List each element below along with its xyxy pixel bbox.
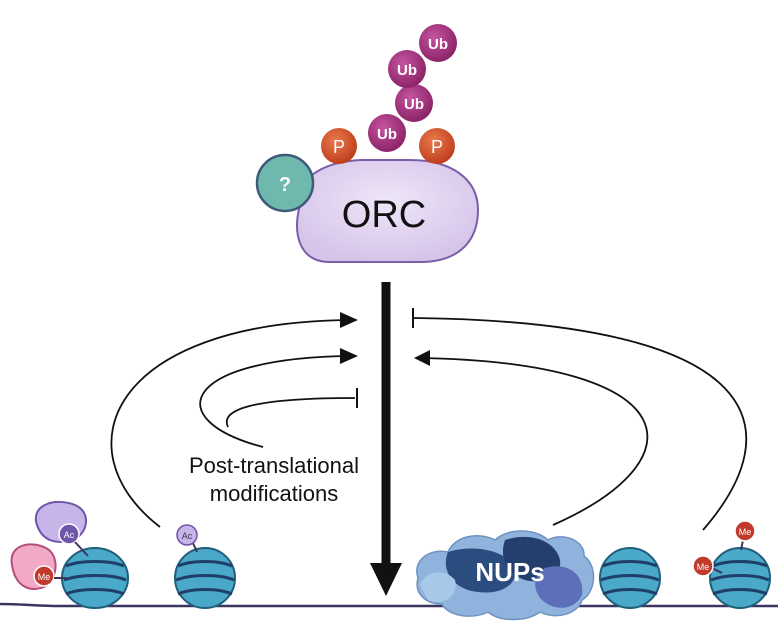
methyl-label: Me [38, 572, 51, 582]
phospho-label: P [431, 137, 443, 157]
phospho-mark: P [419, 128, 455, 164]
methyl-mark [734, 520, 756, 542]
dna-strand [0, 602, 778, 608]
orc-label: ORC [342, 194, 426, 236]
unknown-factor: ? [255, 153, 315, 213]
orc-body [296, 159, 480, 263]
activation-arrow-ac [110, 319, 351, 528]
reader-protein-ac: Ac [34, 500, 89, 557]
activation-arrow-ptm [199, 355, 351, 448]
methyl-label: Me [697, 562, 710, 572]
acetyl-mark [176, 524, 198, 546]
ubiquitin-label: Ub [404, 96, 424, 113]
central-arrow [370, 282, 402, 596]
acetyl-label: Ac [64, 530, 75, 540]
nucleosome: Ac [174, 524, 236, 609]
unknown-factor-label: ? [279, 174, 291, 196]
acetyl-label: Ac [182, 531, 193, 541]
ubiquitin-label: Ub [428, 36, 448, 53]
ptm-caption-line2: modifications [210, 481, 338, 506]
nucleosome: Me Me [692, 520, 771, 609]
inhibition-bar-me [413, 317, 748, 531]
inhibition-bar-ptm [225, 397, 356, 428]
ubiquitin-mark: Ub [388, 50, 426, 88]
ubiquitin-label: Ub [397, 62, 417, 79]
activation-arrow-nups [417, 357, 649, 526]
orc-complex: ORC ? P P Ub Ub Ub [255, 24, 480, 263]
ubiquitin-chain: Ub Ub Ub Ub [368, 24, 457, 152]
ubiquitin-label: Ub [377, 126, 397, 143]
nups-complex: NUPs [416, 530, 595, 621]
ubiquitin-mark: Ub [395, 84, 433, 122]
methyl-label: Me [739, 527, 752, 537]
ubiquitin-mark: Ub [368, 114, 406, 152]
methyl-mark [692, 555, 714, 577]
acetyl-mark [58, 523, 80, 545]
ptm-caption-line1: Post-translational [189, 453, 359, 478]
phospho-label: P [333, 137, 345, 157]
methyl-mark [33, 565, 55, 587]
nups-label: NUPs [475, 557, 544, 587]
reader-protein-me: Me [10, 543, 66, 590]
regulatory-arrows [110, 308, 748, 531]
nucleosome [61, 547, 129, 609]
ubiquitin-mark: Ub [419, 24, 457, 62]
phospho-mark: P [321, 128, 357, 164]
nucleosome [599, 547, 661, 609]
